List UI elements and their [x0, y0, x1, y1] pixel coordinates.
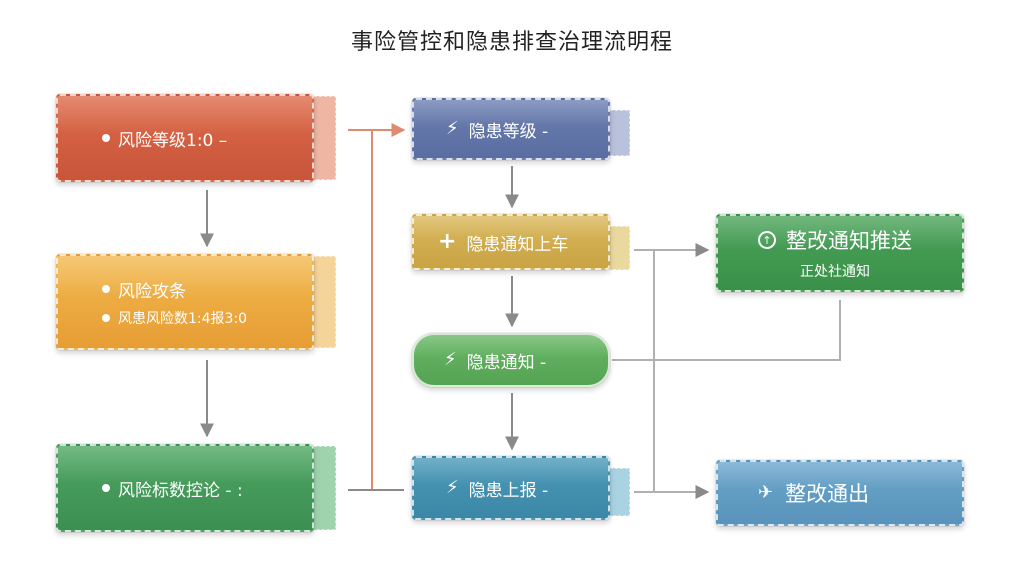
box-risk-condition-tab: [312, 256, 336, 348]
box-hazard-notice-up[interactable]: + 隐患通知上车: [411, 213, 611, 271]
box-rectify-push-label: 整改通知推送: [786, 229, 912, 253]
box-hazard-level[interactable]: ⚡ 隐患等级 -: [411, 97, 611, 161]
box-hazard-notice-up-label: 隐患通知上车: [466, 234, 569, 255]
box-hazard-notice-label: 隐患通知 -: [466, 352, 547, 373]
box-rectify-out[interactable]: ✈ 整改通出: [715, 459, 965, 527]
bolt-icon: ⚡: [446, 477, 459, 498]
box-hazard-report[interactable]: ⚡ 隐患上报 -: [411, 455, 611, 521]
box-hazard-report-tab: [608, 468, 630, 516]
box-risk-level[interactable]: 风险等级1:0 –: [55, 93, 315, 183]
bullet-icon: [102, 134, 110, 142]
box-risk-control-tab: [312, 446, 336, 530]
plane-icon: ✈: [758, 482, 774, 503]
box-hazard-notice-up-tab: [608, 226, 630, 270]
box-risk-level-label: 风险等级1:0 –: [118, 130, 228, 151]
bolt-icon: ⚡: [446, 118, 459, 139]
box-risk-level-tab: [312, 96, 336, 180]
box-risk-condition[interactable]: 风险攻条 风患风险数1:4报3:0: [55, 253, 315, 351]
box-risk-control[interactable]: 风险标数控论 - :: [55, 443, 315, 533]
box-hazard-notice[interactable]: ⚡ 隐患通知 -: [411, 332, 611, 388]
box-hazard-report-label: 隐患上报 -: [468, 480, 549, 501]
plus-icon: +: [438, 229, 457, 254]
bullet-icon: [102, 313, 110, 322]
bullet-icon: [102, 285, 110, 293]
bullet-icon: [102, 484, 110, 492]
page-title: 事险管控和隐患排查治理流明程: [350, 30, 673, 55]
box-rectify-out-label: 整改通出: [785, 482, 870, 506]
box-hazard-level-label: 隐患等级 -: [468, 121, 549, 142]
box-hazard-level-tab: [608, 110, 630, 156]
line-box8-to-box6: [612, 300, 841, 361]
box-rectify-push-sub: 正处社通知: [800, 264, 870, 280]
box-rectify-push[interactable]: ↑ 整改通知推送 正处社通知: [715, 213, 965, 293]
bolt-icon: ⚡: [444, 349, 457, 370]
box-risk-condition-sub: 风患风险数1:4报3:0: [118, 310, 248, 327]
box-risk-condition-label: 风险攻条: [118, 281, 186, 302]
upload-circle-icon: ↑: [758, 231, 776, 249]
box-risk-control-label: 风险标数控论 - :: [118, 480, 243, 501]
